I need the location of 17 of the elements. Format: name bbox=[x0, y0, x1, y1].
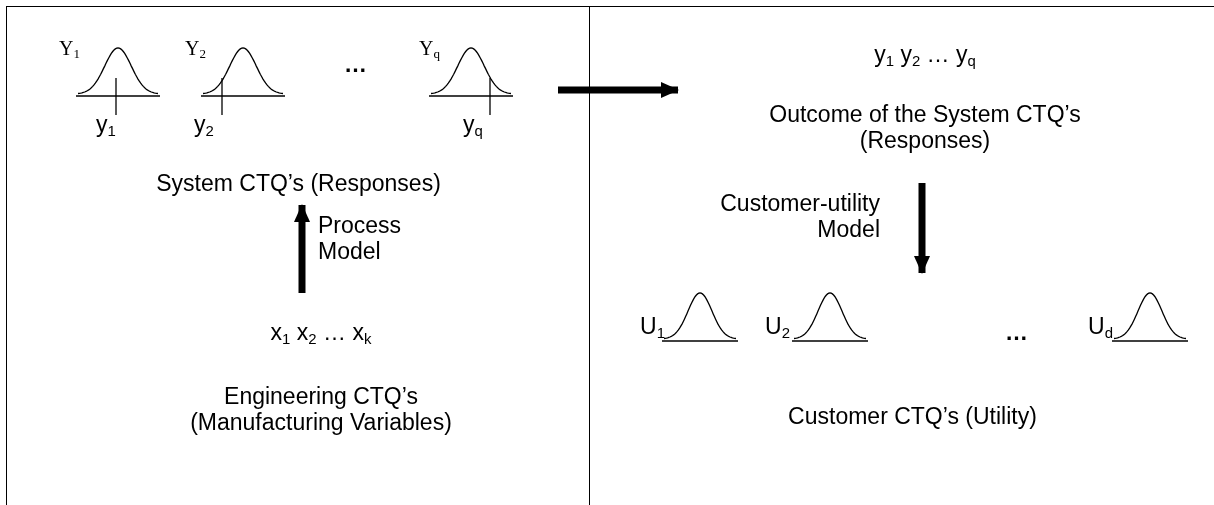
node-title: System CTQ’s (Responses) bbox=[155, 170, 442, 197]
curve-label: Y$_{2}$ bbox=[185, 37, 206, 63]
node-title: Customer CTQ’s (Utility) bbox=[787, 403, 1038, 430]
value-label: y$_{2}$ bbox=[194, 111, 214, 139]
curve-label: U$_{1}$ bbox=[640, 313, 665, 341]
curve-label: Y$_{q}$ bbox=[419, 37, 440, 63]
node-title: Outcome of the System CTQ’s (Responses) bbox=[768, 101, 1082, 154]
value-label: y$_{q}$ bbox=[463, 111, 483, 139]
node-title: Engineering CTQ’s (Manufacturing Variables) bbox=[189, 383, 453, 436]
curve-label: U$_{d}$ bbox=[1088, 313, 1113, 341]
curve-label: Y$_{1}$ bbox=[59, 37, 80, 63]
ellipsis: … bbox=[1005, 319, 1028, 346]
variable-list: x$_{1}$ x$_{2}$ … x$_{k}$ bbox=[131, 319, 511, 347]
curve-label: U$_{2}$ bbox=[765, 313, 790, 341]
variable-list: y$_{1}$ y$_{2}$ … y$_{q}$ bbox=[680, 41, 1170, 69]
ellipsis: … bbox=[344, 51, 367, 78]
value-label: y$_{1}$ bbox=[96, 111, 116, 139]
